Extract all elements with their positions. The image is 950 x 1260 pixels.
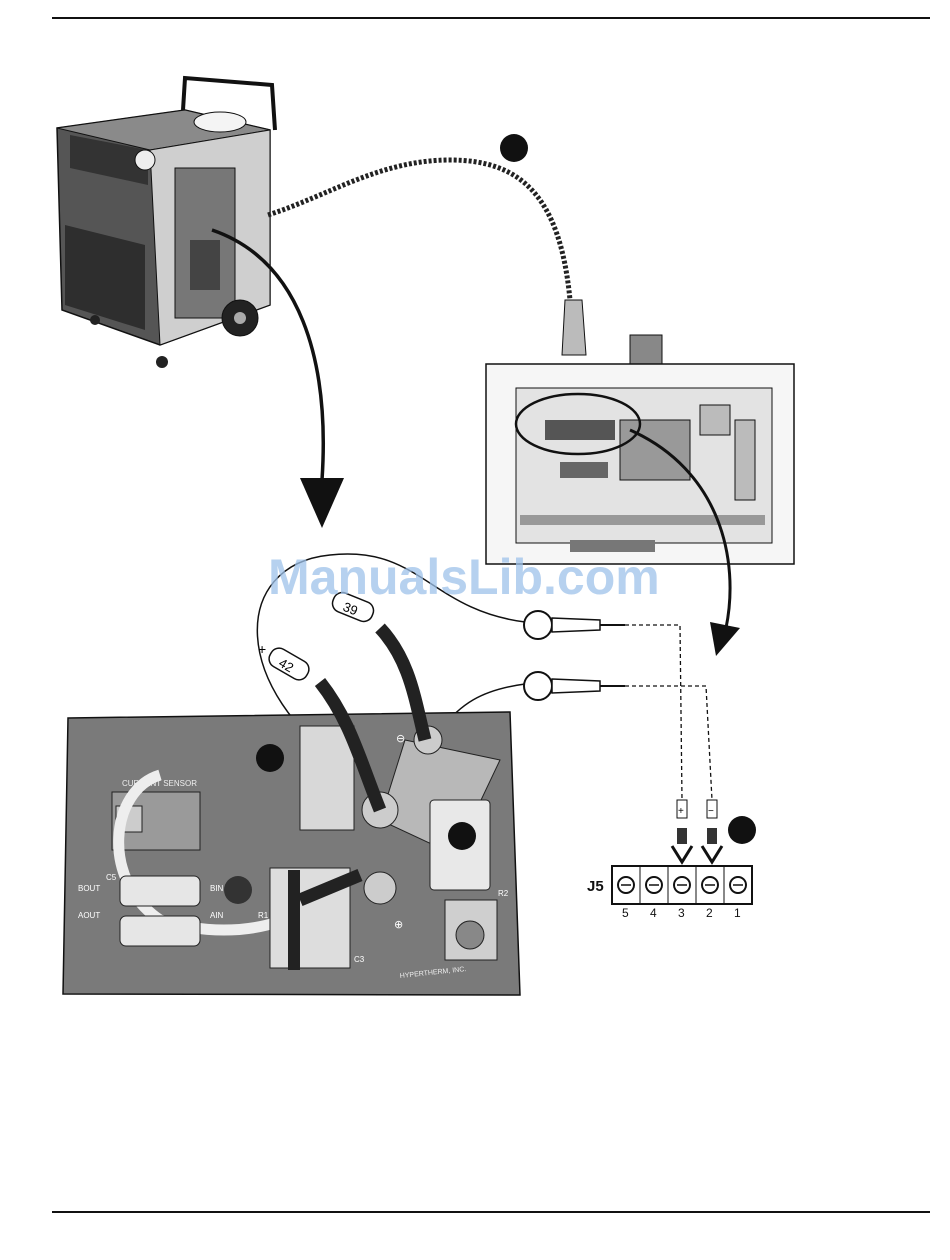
- dashed-lead-bottom: [625, 686, 712, 800]
- callout-dot-1: [500, 134, 528, 162]
- pcb-r2-label: R2: [498, 889, 509, 898]
- pcb-minus-label: ⊖: [396, 732, 405, 745]
- fork-plus-label: +: [678, 806, 684, 817]
- pcb-c3-label: C3: [354, 955, 365, 964]
- pcb-c5-label: C5: [106, 873, 117, 882]
- pcb-bin-label: BIN: [210, 884, 224, 893]
- ring-terminal-bottom: [524, 672, 625, 700]
- pcb-current-sensor-label: CURRENT SENSOR: [122, 779, 197, 788]
- plus-sign-label: +: [258, 641, 266, 657]
- control-pcb-enclosure: [486, 300, 794, 564]
- dashed-lead-top: [625, 625, 682, 800]
- terminal-block-j5: [612, 866, 752, 904]
- twisted-cable: [268, 160, 574, 355]
- terminal-pin-label: 4: [650, 906, 657, 920]
- terminal-pin-label: 3: [678, 906, 685, 920]
- pcb-bout-label: BOUT: [78, 884, 100, 893]
- callout-dot-3: [448, 822, 476, 850]
- fork-minus-label: −: [708, 806, 714, 817]
- callout-dot-4: [728, 816, 756, 844]
- terminal-block-label: J5: [587, 878, 604, 895]
- callout-dot-2: [256, 744, 284, 772]
- pcb-aout-label: AOUT: [78, 911, 100, 920]
- pcb-r1-label: R1: [258, 911, 269, 920]
- pcb-plus-label: ⊕: [394, 918, 403, 931]
- terminal-pin-label: 5: [622, 906, 629, 920]
- power-supply-cabinet: [57, 78, 275, 368]
- main-pcb: [63, 712, 520, 995]
- terminal-pin-label: 1: [734, 906, 741, 920]
- ring-terminal-top: [524, 611, 625, 639]
- watermark: ManualsLib.com: [268, 548, 660, 606]
- terminal-pin-label: 2: [706, 906, 713, 920]
- pcb-ain-label: AIN: [210, 911, 224, 920]
